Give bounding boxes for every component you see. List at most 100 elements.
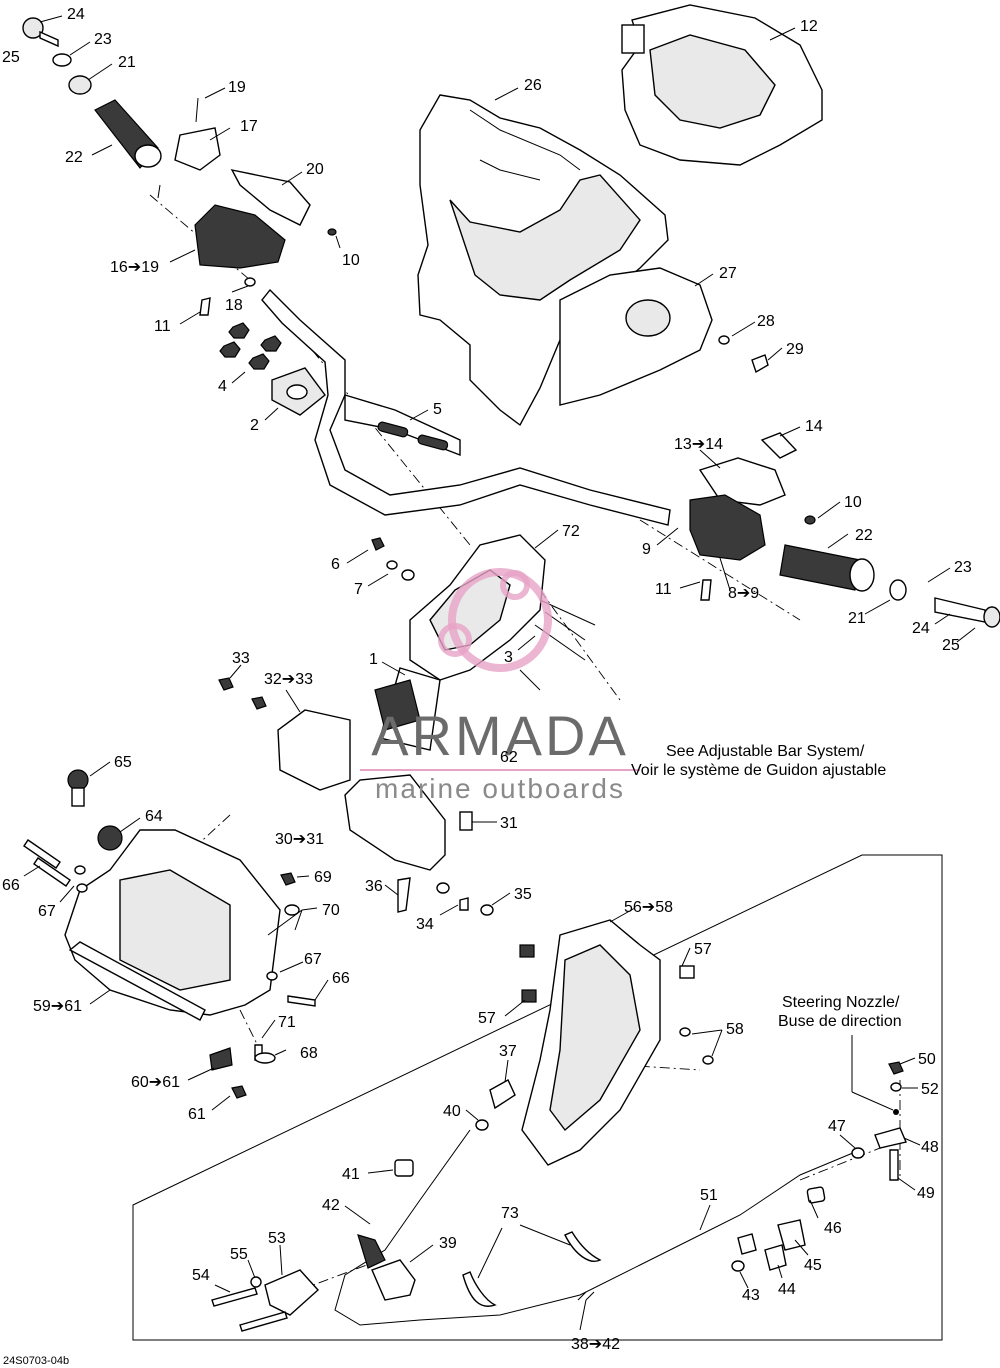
- left-grip-assembly: [22, 17, 337, 316]
- callout-label: 8➔9: [728, 585, 759, 602]
- bracket-32: [218, 677, 351, 791]
- watermark: ARMADA marine outboards: [360, 568, 640, 804]
- callout-label: 54: [192, 1267, 210, 1284]
- adjustable-bar-note-line1: See Adjustable Bar System/: [666, 743, 865, 760]
- callout-label: 1: [369, 651, 378, 668]
- callout-label: 22: [855, 527, 873, 544]
- callout-label: 67: [304, 951, 322, 968]
- callout-labels: 24 23 25 21 22 19 17 20 10 16➔19 18 11 4…: [2, 6, 972, 1353]
- callout-label: 65: [114, 754, 132, 771]
- top-cover: [621, 4, 823, 166]
- callout-label: 11: [154, 318, 171, 335]
- callout-leaders: [23, 15, 976, 1331]
- callout-label: 53: [268, 1230, 286, 1247]
- callout-label: 21: [848, 610, 866, 627]
- callout-label: 35: [514, 886, 532, 903]
- callout-label: 13➔14: [674, 436, 723, 453]
- handlebar-clamp: [271, 367, 326, 416]
- callout-label: 4: [218, 378, 227, 395]
- callout-label: 44: [778, 1281, 796, 1298]
- right-grip-assembly: [689, 432, 1000, 628]
- callout-label: 68: [300, 1045, 318, 1062]
- callout-label: 29: [786, 341, 804, 358]
- callout-label: 42: [322, 1197, 340, 1214]
- watermark-brand: ARMADA: [371, 704, 629, 767]
- callout-label: 14: [805, 418, 823, 435]
- callout-label: 58: [726, 1021, 744, 1038]
- callout-label: 56➔58: [624, 899, 673, 916]
- callout-label: 51: [700, 1187, 718, 1204]
- callout-label: 34: [416, 916, 434, 933]
- callout-label: 33: [232, 650, 250, 667]
- callout-label: 18: [225, 297, 243, 314]
- nozzle-support: [519, 919, 714, 1166]
- steering-nozzle-note-line1: Steering Nozzle/: [782, 994, 900, 1011]
- callout-label: 10: [844, 494, 862, 511]
- column-support: [344, 774, 494, 916]
- callout-label: 25: [2, 49, 20, 66]
- callout-label: 37: [499, 1043, 517, 1060]
- callout-label: 24: [912, 620, 930, 637]
- handlebar-cover: [417, 94, 669, 427]
- callout-label: 61: [188, 1106, 206, 1123]
- callout-label: 52: [921, 1081, 939, 1098]
- callout-label: 45: [804, 1257, 822, 1274]
- callout-label: 16➔19: [110, 259, 159, 276]
- callout-label: 60➔61: [131, 1074, 180, 1091]
- callout-label: 30➔31: [275, 831, 324, 848]
- callout-label: 57: [478, 1010, 496, 1027]
- callout-label: 26: [524, 77, 542, 94]
- callout-label: 17: [240, 118, 258, 135]
- callout-label: 57: [694, 941, 712, 958]
- callout-label: 3: [504, 649, 513, 666]
- callout-label: 23: [954, 559, 972, 576]
- callout-label: 64: [145, 808, 163, 825]
- callout-label: 43: [742, 1287, 760, 1304]
- callout-label: 73: [501, 1205, 519, 1222]
- steering-cable-frame: [132, 854, 943, 1341]
- callout-label: 36: [365, 878, 383, 895]
- steering-nozzle-note-line2: Buse de direction: [778, 1013, 902, 1030]
- callout-label: 20: [306, 161, 324, 178]
- callout-label: 50: [918, 1051, 936, 1068]
- callout-label: 2: [250, 417, 259, 434]
- callout-label: 66: [2, 877, 20, 894]
- figure-code: 24S0703-04b: [3, 1355, 69, 1367]
- callout-label: 41: [342, 1166, 360, 1183]
- callout-label: 21: [118, 54, 136, 71]
- steering-cable: [211, 1061, 907, 1332]
- reference-notes: See Adjustable Bar System/ Voir le systè…: [3, 743, 902, 1367]
- watermark-tagline: marine outboards: [375, 773, 625, 804]
- callout-label: 47: [828, 1118, 846, 1135]
- callout-label: 38➔42: [571, 1336, 620, 1353]
- callout-label: 62: [500, 749, 518, 766]
- callout-label: 10: [342, 252, 360, 269]
- callout-label: 9: [642, 541, 651, 558]
- callout-label: 46: [824, 1220, 842, 1237]
- callout-label: 28: [757, 313, 775, 330]
- callout-label: 70: [322, 902, 340, 919]
- callout-label: 31: [500, 815, 518, 832]
- callout-label: 23: [94, 31, 112, 48]
- callout-label: 27: [719, 265, 737, 282]
- callout-label: 39: [439, 1235, 457, 1252]
- callout-label: 40: [443, 1103, 461, 1120]
- callout-label: 66: [332, 970, 350, 987]
- callout-label: 69: [314, 869, 332, 886]
- callout-label: 12: [800, 18, 818, 35]
- callout-label: 22: [65, 149, 83, 166]
- callout-label: 19: [228, 79, 246, 96]
- callout-label: 49: [917, 1185, 935, 1202]
- handlebar: [261, 288, 671, 526]
- callout-label: 11: [655, 581, 672, 598]
- steering-housing: [23, 769, 316, 1099]
- callout-label: 59➔61: [33, 998, 82, 1015]
- nuts: [219, 322, 282, 370]
- callout-label: 25: [942, 637, 960, 654]
- callout-label: 71: [278, 1014, 296, 1031]
- callout-label: 32➔33: [264, 671, 313, 688]
- callout-label: 7: [354, 581, 363, 598]
- callout-label: 24: [67, 6, 85, 23]
- lower-cover: [559, 267, 769, 406]
